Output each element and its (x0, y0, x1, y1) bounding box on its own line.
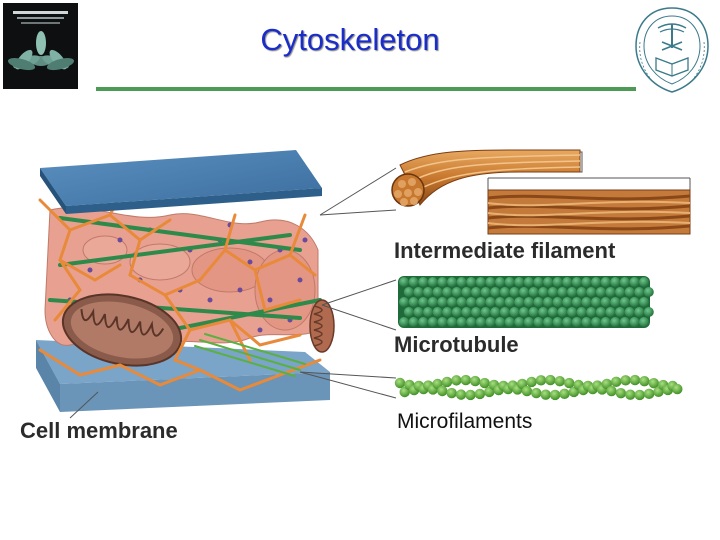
microfilament-model (394, 374, 683, 401)
label-microfilaments: Microfilaments (397, 410, 533, 433)
coiled-filament (309, 299, 335, 353)
label-microtubule: Microtubule (394, 332, 519, 357)
book-cover-icon (3, 3, 78, 89)
intermediate-filament-detail (487, 189, 691, 235)
cell-membrane-top (40, 150, 322, 214)
slide-title: Cytoskeleton (260, 22, 440, 57)
label-cell-membrane: Cell membrane (20, 418, 178, 443)
mitochondrion (61, 293, 183, 367)
university-seal-icon (628, 2, 716, 98)
callout-lines (69, 151, 691, 419)
microfilament-strands (194, 333, 306, 377)
microtubule-model (398, 276, 654, 328)
title-underline (96, 87, 636, 91)
intermediate-filament-rope (391, 149, 581, 207)
label-intermediate-filament: Intermediate filament (394, 238, 616, 263)
